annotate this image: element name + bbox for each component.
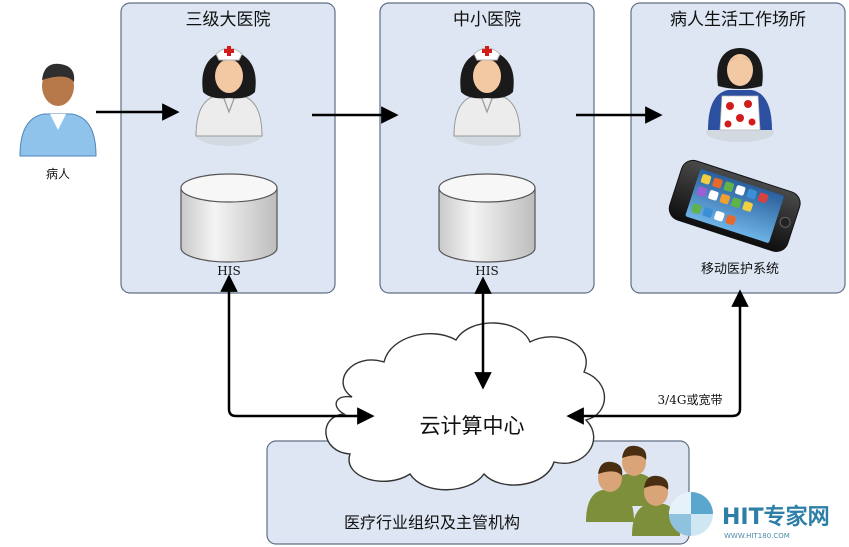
organization-label: 医疗行业组织及主管机构 <box>344 513 520 532</box>
cloud-shape <box>325 322 606 491</box>
arrow-cloud-workplace <box>566 289 749 425</box>
community-hospital-title: 中小医院 <box>453 10 521 30</box>
workplace-box <box>630 2 846 294</box>
watermark-url: WWW.HIT180.COM <box>724 532 790 540</box>
tertiary-hospital-title: 三级大医院 <box>186 10 271 30</box>
patient-icon <box>19 63 97 157</box>
hit-logo <box>669 492 713 536</box>
cloud-label: 云计算中心 <box>420 414 525 438</box>
watermark-brand: HIT专家网 <box>722 504 830 530</box>
link-label: 3/4G或宽带 <box>658 392 723 407</box>
woman-apron-icon <box>706 48 774 142</box>
mobile-care-label: 移动医护系统 <box>701 262 779 277</box>
his-label: HIS <box>475 264 498 278</box>
patient-label: 病人 <box>46 166 70 181</box>
smartphone-icon <box>668 159 801 252</box>
workplace-title: 病人生活工作场所 <box>670 10 806 30</box>
database-icon <box>180 173 278 263</box>
database-icon <box>438 173 536 263</box>
arrow-cloud-tertiary <box>220 274 375 425</box>
his-label: HIS <box>217 264 240 278</box>
